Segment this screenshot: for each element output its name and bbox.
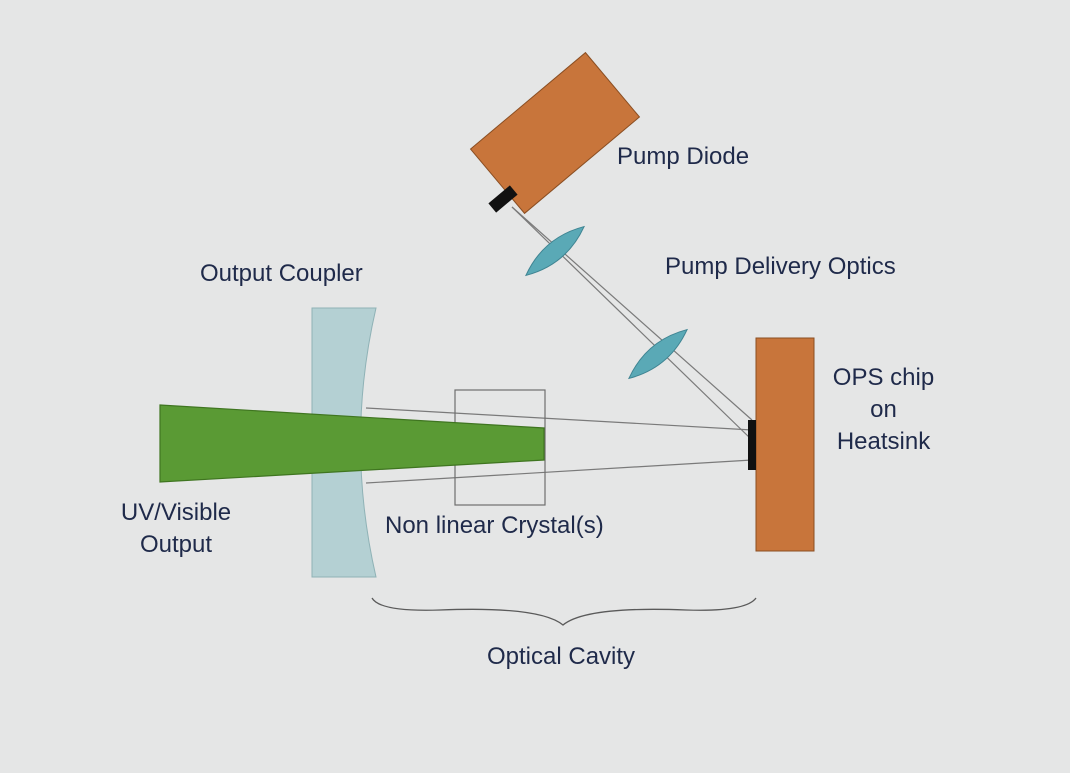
uv-visible-label-line2: Output <box>139 531 213 558</box>
cavity-line-bottom <box>365 459 753 484</box>
output-coupler-label: Output Coupler <box>200 260 363 287</box>
ops-chip-label-line2: on <box>870 396 897 423</box>
heatsink <box>755 337 815 552</box>
ops-chip-label-line3: Heatsink <box>836 428 931 455</box>
ops-chip <box>748 420 756 470</box>
ops-chip-label-line1: OPS chip <box>832 364 935 391</box>
cavity-line-top <box>365 407 753 431</box>
nonlinear-crystal-label: Non linear Crystal(s) <box>385 512 604 539</box>
uv-visible-label-line1: UV/Visible <box>120 499 232 526</box>
pump-diode <box>469 51 641 215</box>
pump-delivery-optics-label: Pump Delivery Optics <box>665 253 896 280</box>
optical-cavity-brace <box>371 597 757 626</box>
pump-diode-label: Pump Diode <box>617 143 750 170</box>
pump-diode-emitter <box>488 185 518 213</box>
pump-lens-2 <box>627 328 689 380</box>
output-beam <box>159 404 545 483</box>
pump-lens-1 <box>524 225 586 277</box>
optical-cavity-label: Optical Cavity <box>487 643 636 670</box>
